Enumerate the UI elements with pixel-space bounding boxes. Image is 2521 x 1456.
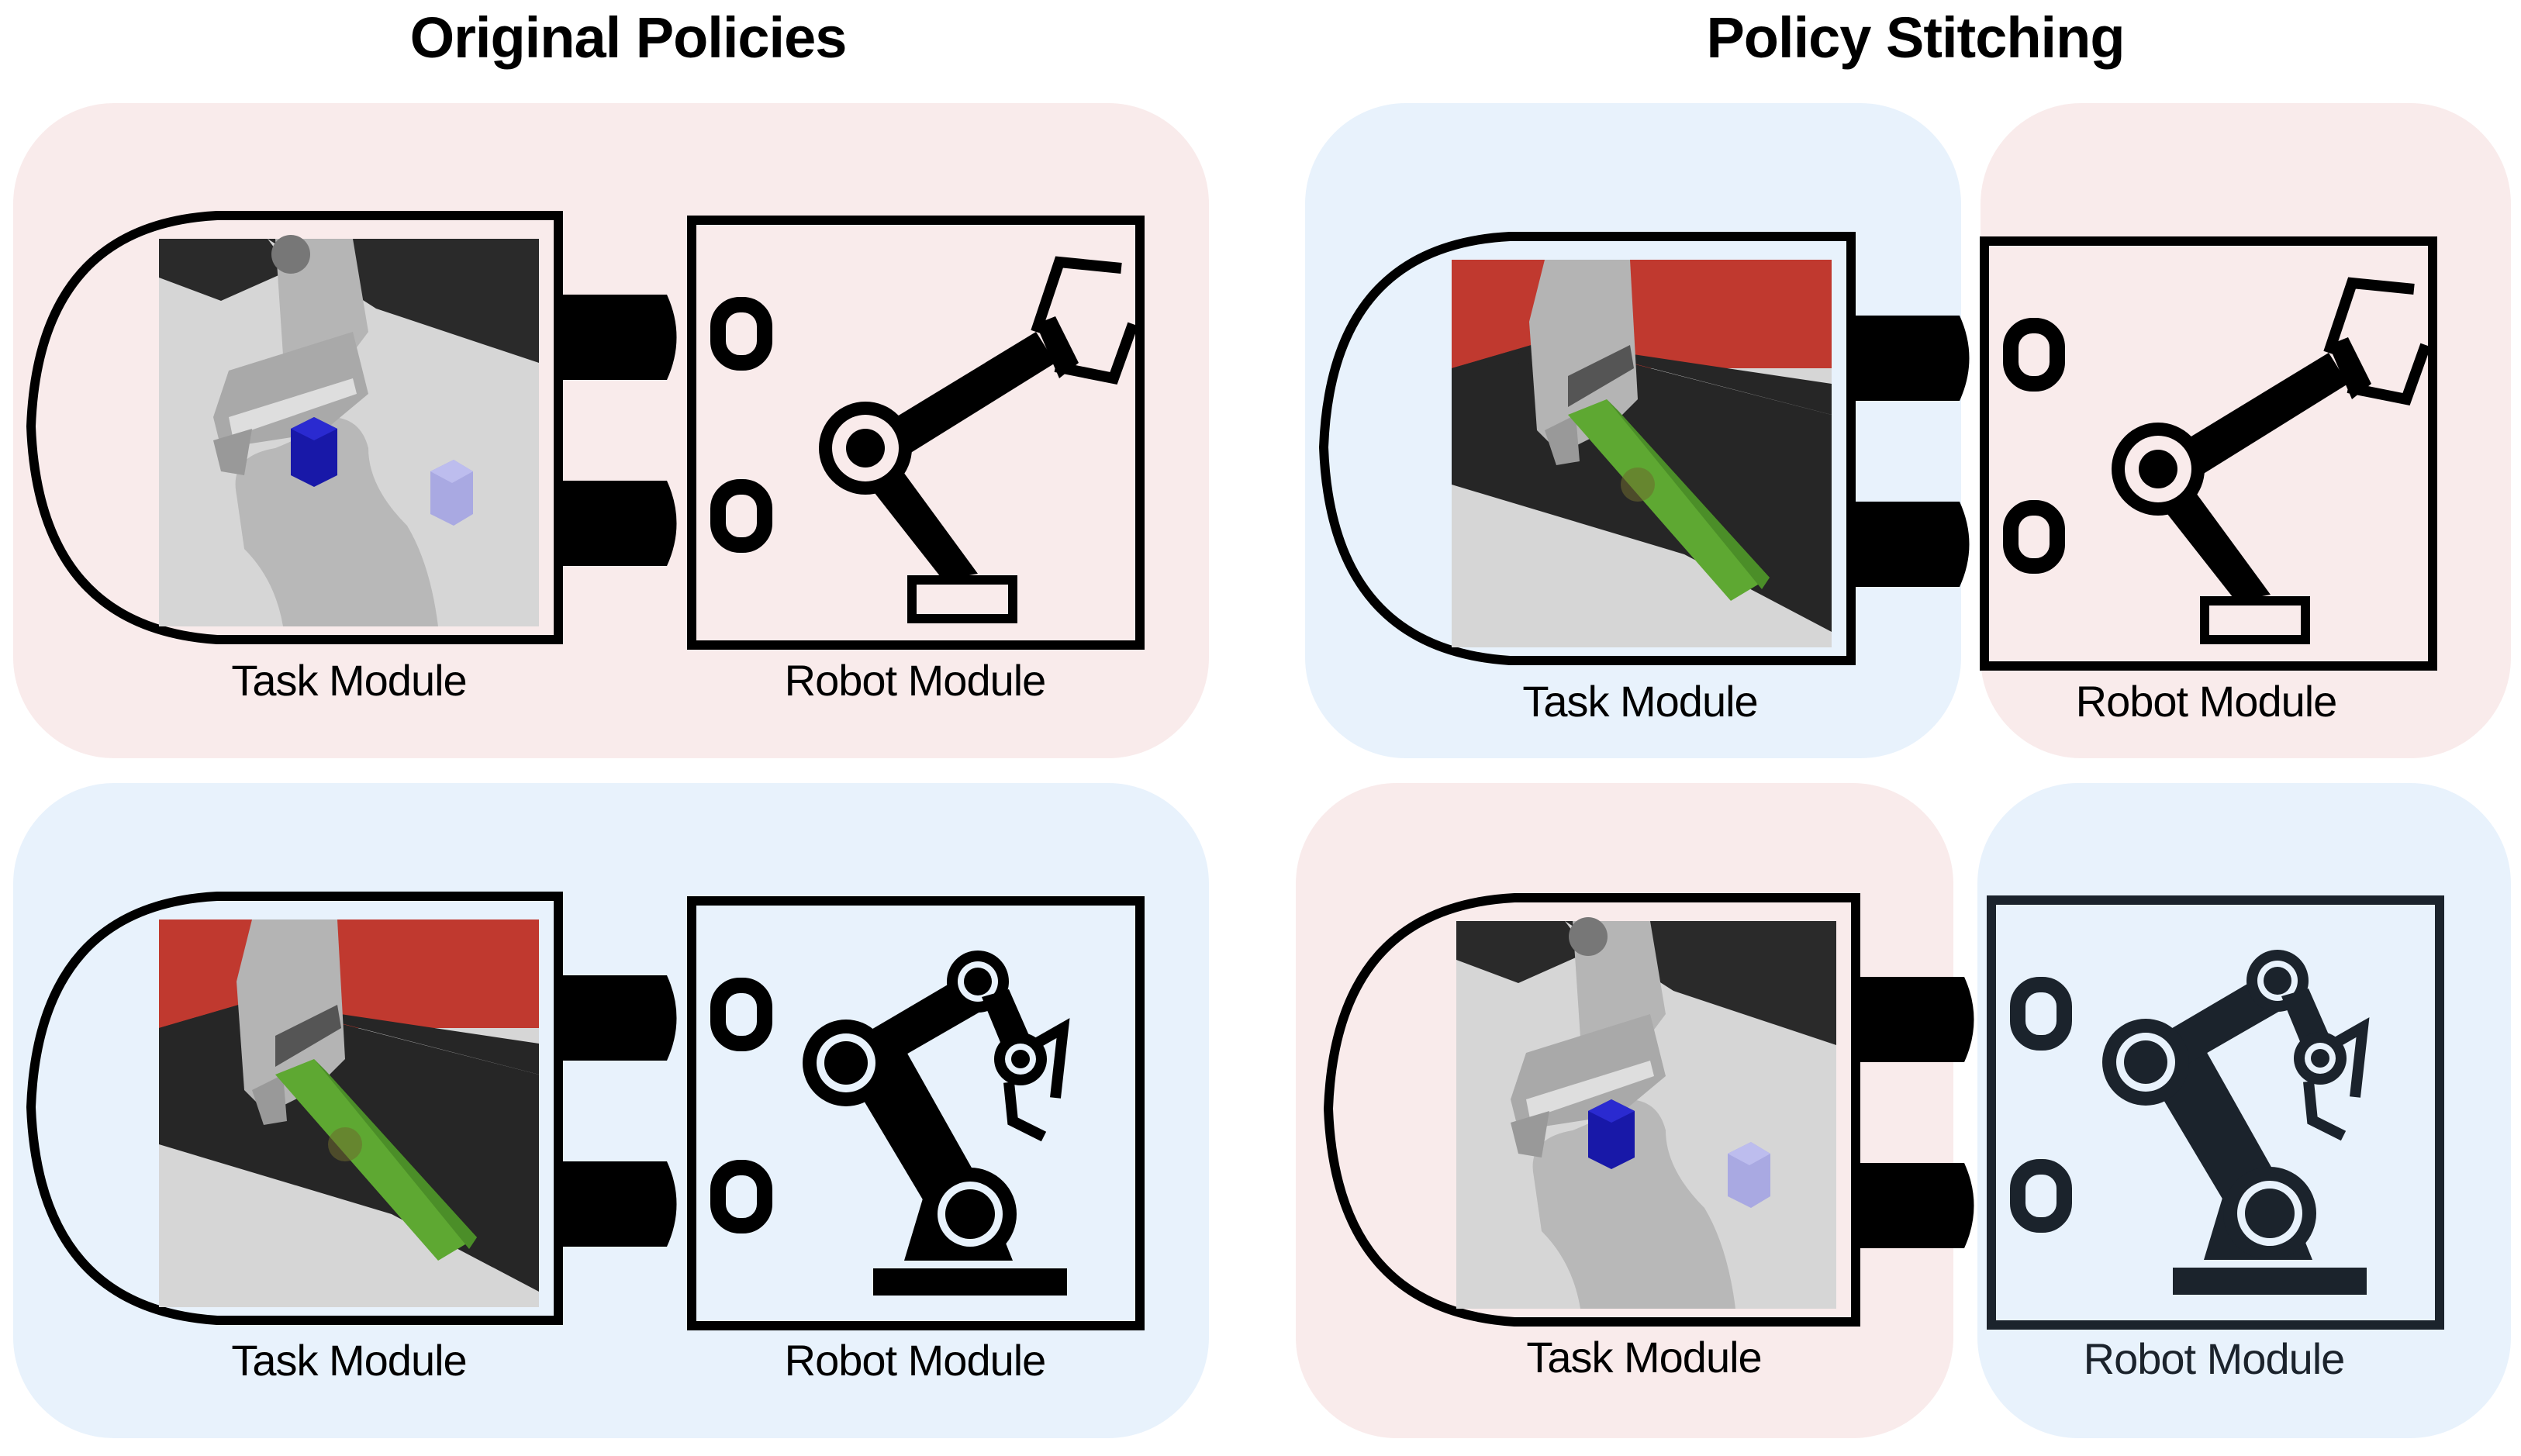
plug-prong-bottom — [558, 481, 667, 566]
socket-hole-bottom — [710, 479, 772, 553]
plug-prong-top — [1856, 977, 1964, 1062]
title-original-policies: Original Policies — [409, 5, 848, 70]
industrial-robot-icon — [803, 951, 1067, 1296]
task-module-label: Task Module — [1522, 677, 1758, 726]
plug-prong-bottom — [1851, 502, 1960, 587]
task-scene-image — [1452, 260, 1832, 647]
robot-module-socket — [1987, 895, 2444, 1330]
plug-prong-top — [558, 295, 667, 380]
task-module-label: Task Module — [231, 1336, 467, 1385]
task-module-plug — [1323, 893, 1974, 1327]
industrial-robot-icon — [2102, 950, 2367, 1295]
socket-hole-top — [710, 297, 772, 371]
task-module-plug — [26, 211, 677, 644]
socket-hole-bottom — [2010, 1159, 2072, 1233]
title-policy-stitching: Policy Stitching — [1706, 5, 2125, 70]
robot-module-socket — [687, 896, 1145, 1330]
plug-prong-top — [558, 975, 667, 1061]
robot-module-label: Robot Module — [2075, 677, 2338, 726]
socket-hole-top — [710, 978, 772, 1051]
task-scene-image — [1456, 917, 1836, 1309]
task-module-plug — [1318, 232, 1970, 665]
robot-module-label: Robot Module — [784, 1336, 1047, 1385]
task-module-label: Task Module — [231, 656, 467, 705]
plug-prong-bottom — [558, 1161, 667, 1247]
socket-hole-bottom — [2003, 500, 2065, 574]
plug-prong-bottom — [1856, 1163, 1964, 1248]
socket-hole-bottom — [710, 1160, 772, 1233]
plug-prong-top — [1851, 316, 1960, 401]
socket-hole-top — [2003, 318, 2065, 392]
robot-module-label: Robot Module — [784, 656, 1047, 705]
task-module-plug — [26, 892, 677, 1325]
robot-module-socket — [1980, 236, 2437, 671]
socket-hole-top — [2010, 977, 2072, 1051]
task-scene-image — [159, 235, 539, 626]
robot-arm-icon — [819, 262, 1133, 619]
robot-module-socket — [687, 216, 1145, 650]
task-scene-image — [159, 919, 539, 1307]
robot-module-label: Robot Module — [2083, 1334, 2346, 1383]
robot-arm-icon — [2112, 283, 2426, 640]
task-module-label: Task Module — [1526, 1333, 1762, 1382]
